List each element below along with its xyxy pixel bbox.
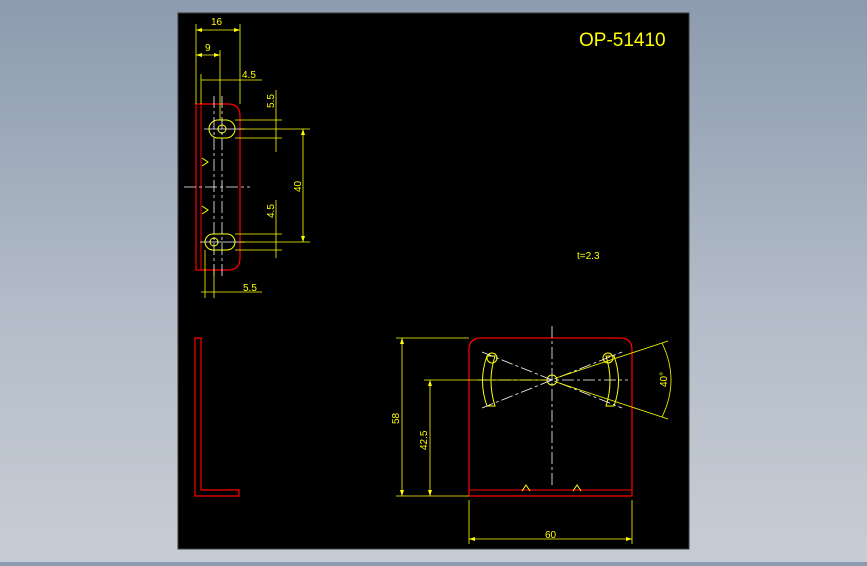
dim-58: 58 <box>391 412 402 424</box>
marker-upper <box>201 157 209 167</box>
side-view-outline <box>195 103 241 271</box>
dim-16: 16 <box>211 17 223 28</box>
side-dimensions <box>195 24 310 298</box>
front-marker-2 <box>572 484 582 492</box>
dim-angle-40: 40° <box>659 372 670 387</box>
side-dimension-arrows <box>196 28 305 242</box>
dim-4-5-top: 4.5 <box>242 70 256 81</box>
dim-40: 40 <box>293 180 304 192</box>
side-view <box>184 96 250 276</box>
right-slot-hole <box>602 352 614 364</box>
diagonal-centerline-1 <box>481 351 623 409</box>
marker-lower <box>201 205 209 215</box>
thickness-note: t=2.3 <box>577 251 600 262</box>
front-dimensions <box>396 337 672 544</box>
drawing-title: OP-51410 <box>579 30 666 51</box>
front-view-outline <box>468 337 633 497</box>
front-dimension-arrows <box>400 338 632 541</box>
front-marker-1 <box>521 484 531 492</box>
dim-9: 9 <box>205 43 211 54</box>
diagonal-centerline-2 <box>481 351 623 409</box>
dim-60: 60 <box>545 530 557 541</box>
drawing-sheet <box>177 12 690 550</box>
dim-4-5-lower: 4.5 <box>266 204 277 218</box>
right-arc-slot <box>605 355 619 407</box>
dim-5-5-top: 5.5 <box>266 94 277 108</box>
l-profile <box>194 337 240 497</box>
left-arc-slot <box>482 355 496 407</box>
dim-5-5-bottom: 5.5 <box>243 283 257 294</box>
dim-42-5: 42.5 <box>419 430 430 450</box>
